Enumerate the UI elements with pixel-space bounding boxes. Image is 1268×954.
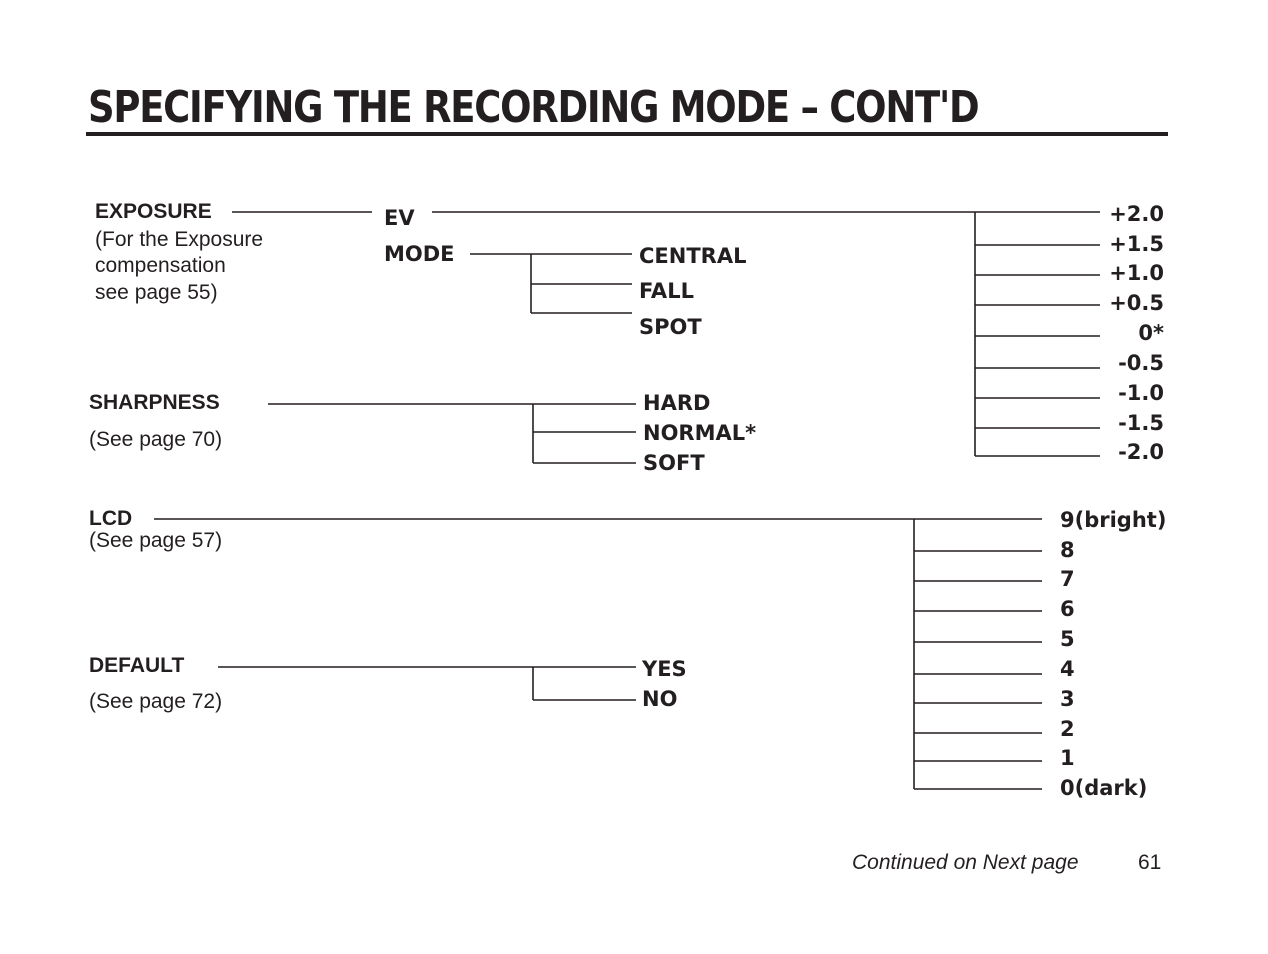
default-option-no: NO (642, 687, 678, 711)
lcd-level: 4 (1060, 657, 1075, 681)
ev-value: +2.0 (1109, 202, 1164, 226)
exposure-label: EXPOSURE (95, 200, 212, 223)
lcd-level: 5 (1060, 627, 1075, 651)
default-option-yes: YES (642, 657, 687, 681)
exposure-note-line-3: see page 55) (95, 281, 218, 304)
ev-value: +0.5 (1109, 291, 1164, 315)
ev-value: -1.5 (1118, 411, 1164, 435)
lcd-level: 7 (1060, 567, 1075, 591)
default-label: DEFAULT (89, 654, 185, 677)
ev-value: +1.5 (1109, 232, 1164, 256)
lcd-level: 1 (1060, 746, 1075, 770)
ev-value: 0* (1138, 321, 1164, 345)
lcd-level: 0(dark) (1060, 776, 1148, 800)
page-number: 61 (1138, 851, 1162, 874)
title-underline (86, 132, 1168, 136)
mode-option-central: CENTRAL (639, 244, 747, 268)
sharpness-option-soft: SOFT (643, 451, 705, 475)
ev-value: -1.0 (1118, 381, 1164, 405)
mode-option-fall: FALL (639, 279, 694, 303)
lcd-level: 3 (1060, 687, 1075, 711)
lcd-label: LCD (89, 507, 133, 530)
sharpness-note: (See page 70) (89, 428, 223, 451)
page-title: SPECIFYING THE RECORDING MODE – CONT'D (88, 82, 980, 133)
sharpness-option-hard: HARD (643, 391, 711, 415)
ev-value: +1.0 (1109, 261, 1164, 285)
continued-note: Continued on Next page (852, 851, 1079, 874)
ev-value: -2.0 (1118, 440, 1164, 464)
lcd-level: 6 (1060, 597, 1075, 621)
exposure-note-line-1: (For the Exposure (95, 228, 264, 251)
mode-label: MODE (384, 242, 455, 266)
lcd-note: (See page 57) (89, 529, 223, 552)
default-note: (See page 72) (89, 690, 223, 713)
lcd-level: 8 (1060, 538, 1075, 562)
lcd-level: 9(bright) (1060, 508, 1167, 532)
mode-option-spot: SPOT (639, 315, 702, 339)
sharpness-label: SHARPNESS (89, 391, 220, 414)
ev-value: -0.5 (1118, 351, 1164, 375)
lcd-level: 2 (1060, 717, 1075, 741)
ev-label: EV (384, 206, 415, 230)
exposure-note-line-2: compensation (95, 254, 226, 277)
sharpness-option-normal: NORMAL* (643, 421, 757, 445)
